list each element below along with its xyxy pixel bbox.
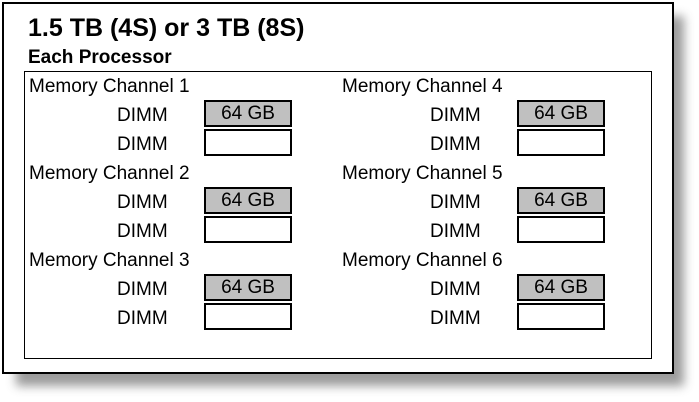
dimm-slot-empty [204, 216, 292, 243]
dimm-slot-empty [204, 129, 292, 156]
dimm-slot-populated: 64 GB [204, 187, 292, 214]
memory-channel-1: Memory Channel 1 DIMM 64 GB DIMM [25, 72, 325, 158]
dimm-label: DIMM [117, 192, 168, 213]
diagram-title: 1.5 TB (4S) or 3 TB (8S) [28, 14, 305, 42]
dimm-label: DIMM [117, 308, 168, 329]
channel-label: Memory Channel 2 [29, 163, 190, 184]
dimm-label: DIMM [117, 134, 168, 155]
dimm-slot-empty [517, 216, 605, 243]
diagram-subtitle: Each Processor [28, 47, 172, 68]
dimm-label: DIMM [430, 308, 481, 329]
memory-config-card: 1.5 TB (4S) or 3 TB (8S) Each Processor … [2, 2, 674, 374]
dimm-slot-populated: 64 GB [517, 100, 605, 127]
memory-channel-2: Memory Channel 2 DIMM 64 GB DIMM [25, 159, 325, 245]
memory-channel-5: Memory Channel 5 DIMM 64 GB DIMM [338, 159, 638, 245]
dimm-label: DIMM [430, 105, 481, 126]
dimm-slot-empty [204, 303, 292, 330]
dimm-label: DIMM [430, 192, 481, 213]
dimm-slot-empty [517, 303, 605, 330]
dimm-label: DIMM [117, 105, 168, 126]
processor-panel: Memory Channel 1 DIMM 64 GB DIMM Memory … [24, 71, 652, 359]
channel-label: Memory Channel 6 [342, 250, 503, 271]
channel-label: Memory Channel 1 [29, 76, 190, 97]
dimm-label: DIMM [430, 221, 481, 242]
memory-channel-3: Memory Channel 3 DIMM 64 GB DIMM [25, 246, 325, 332]
dimm-slot-populated: 64 GB [517, 187, 605, 214]
memory-channel-6: Memory Channel 6 DIMM 64 GB DIMM [338, 246, 638, 332]
channel-label: Memory Channel 4 [342, 76, 503, 97]
memory-channel-4: Memory Channel 4 DIMM 64 GB DIMM [338, 72, 638, 158]
dimm-label: DIMM [117, 279, 168, 300]
channel-label: Memory Channel 3 [29, 250, 190, 271]
dimm-slot-empty [517, 129, 605, 156]
dimm-label: DIMM [430, 279, 481, 300]
dimm-label: DIMM [117, 221, 168, 242]
dimm-label: DIMM [430, 134, 481, 155]
dimm-slot-populated: 64 GB [204, 274, 292, 301]
channel-label: Memory Channel 5 [342, 163, 503, 184]
dimm-slot-populated: 64 GB [517, 274, 605, 301]
dimm-slot-populated: 64 GB [204, 100, 292, 127]
